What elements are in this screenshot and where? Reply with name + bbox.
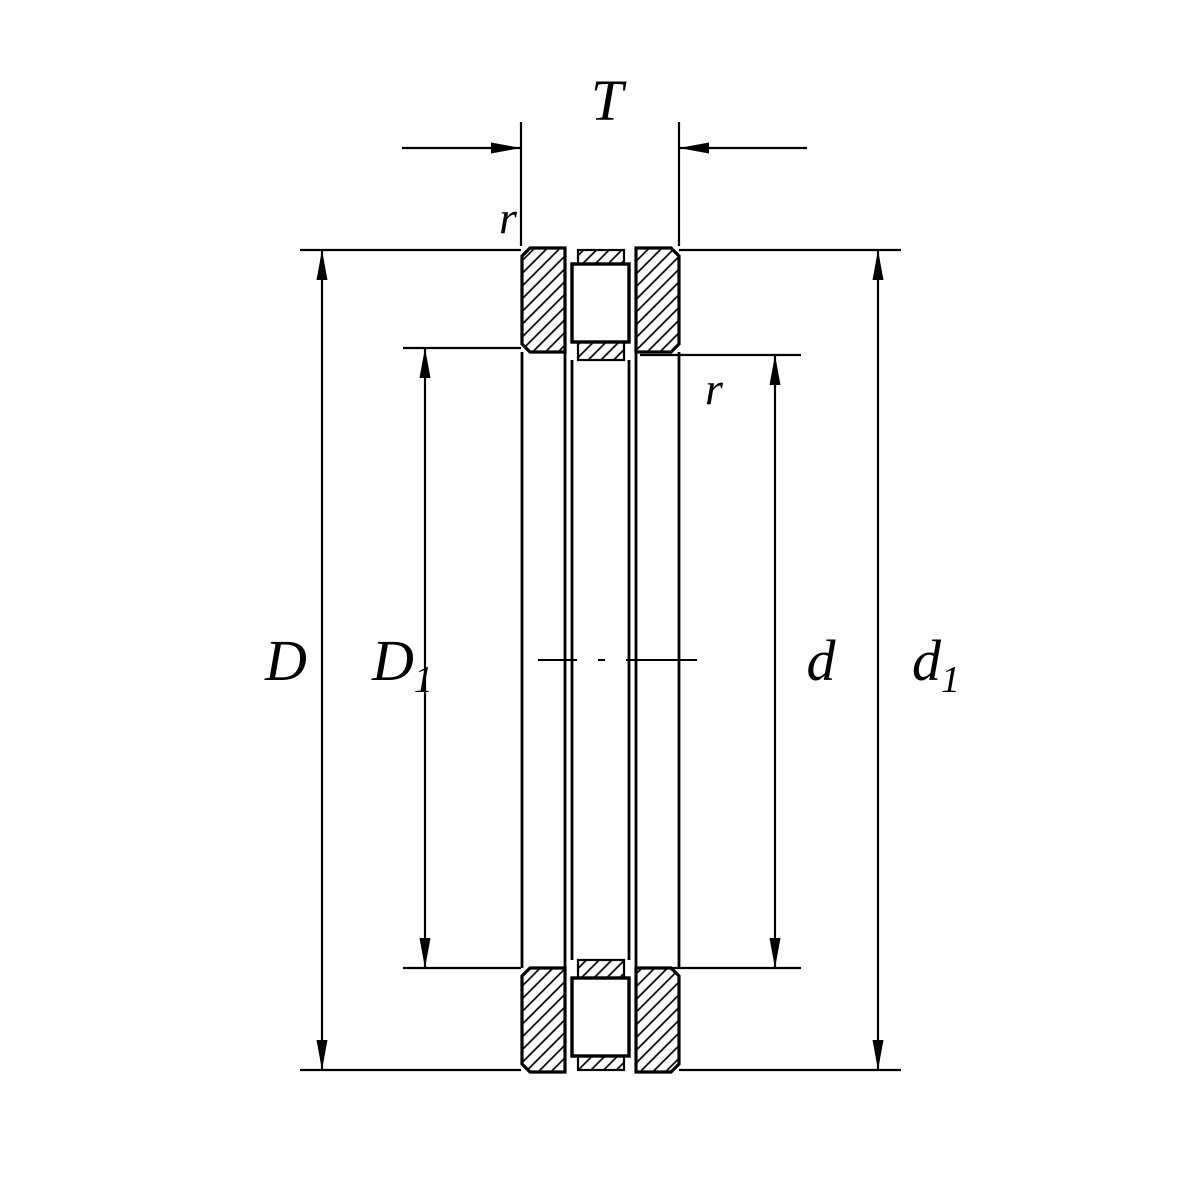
arrowhead-T-right [679,142,709,154]
left-washer-lower-section [520,966,567,1074]
dim-label-D1-sub: 1 [414,659,433,701]
arrowhead-d-top [769,355,781,385]
dim-label-T: T [591,68,627,133]
dimension-D: D [264,250,328,1070]
cage-upper-outer-section [576,248,626,266]
dimensions: T D D1 d d1 r [264,68,960,1072]
right-washer-lower-section [634,966,681,1074]
right-washer-upper-section [634,246,681,354]
dim-label-D: D [264,628,307,693]
roller-lower [570,976,631,1058]
dimension-D1: D1 [371,348,433,968]
arrowhead-D1-top [419,348,431,378]
dimension-d: d [769,355,837,968]
dimension-d1: d1 [872,250,960,1070]
arrowhead-d1-top [872,250,884,280]
cage-upper-inner-section [576,340,626,362]
dim-label-D1-main: D [371,628,414,693]
dim-label-d1-main: d [912,628,942,693]
dim-label-r-top-left: r [499,192,518,243]
arrowhead-D1-bottom [419,938,431,968]
dim-label-D1: D1 [371,628,433,701]
roller-upper [570,262,631,344]
arrowhead-d-bottom [769,938,781,968]
dim-label-d1: d1 [912,628,960,701]
arrowhead-D-top [316,250,328,280]
cage-lower-outer-section [576,1054,626,1072]
cage-lower-inner-section [576,958,626,980]
dim-label-d: d [807,628,837,693]
left-washer-upper-section [520,246,567,354]
dim-label-d1-sub: 1 [941,659,960,701]
bearing-cross-section [520,246,697,1074]
dimension-T: T [402,68,807,154]
arrowhead-D-bottom [316,1040,328,1070]
arrowhead-T-left [491,142,521,154]
dim-label-r-right: r [705,363,724,414]
arrowhead-d1-bottom [872,1040,884,1070]
